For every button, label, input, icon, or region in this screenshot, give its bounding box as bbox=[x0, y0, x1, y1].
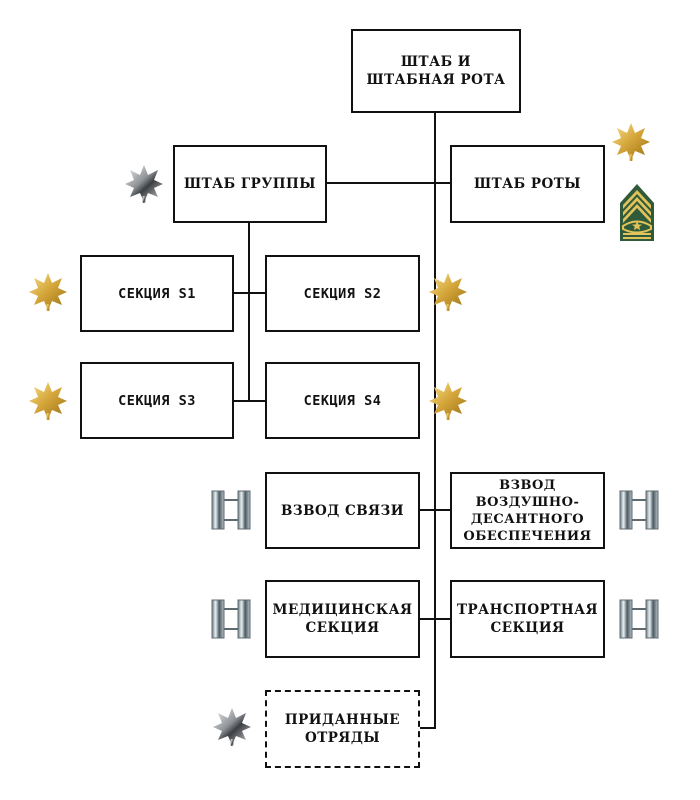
connector-s3-s4 bbox=[233, 400, 265, 402]
node-hq-company: ШТАБ И ШТАБНАЯ РОТА bbox=[351, 29, 521, 113]
node-company-hq: ШТАБ РОТЫ bbox=[450, 145, 605, 223]
node-signal-platoon: ВЗВОД СВЯЗИ bbox=[265, 472, 420, 549]
connector-s1-s2 bbox=[233, 292, 265, 294]
connector-group-company bbox=[326, 182, 450, 184]
node-transport-section: ТРАНСПОРТНАЯ СЕКЦИЯ bbox=[450, 580, 605, 658]
connector-attached-horizontal bbox=[419, 727, 436, 729]
gold-oak-leaf-icon bbox=[29, 273, 67, 311]
node-attached-detachments: ПРИДАННЫЕ ОТРЯДЫ bbox=[265, 690, 420, 768]
silver-oak-leaf-icon bbox=[213, 708, 251, 746]
captain-bars-icon bbox=[211, 490, 251, 530]
gold-oak-leaf-icon bbox=[429, 382, 467, 420]
node-section-s3: СЕКЦИЯ S3 bbox=[80, 362, 234, 439]
captain-bars-icon bbox=[211, 599, 251, 639]
node-section-s1: СЕКЦИЯ S1 bbox=[80, 255, 234, 332]
gold-oak-leaf-icon bbox=[612, 123, 650, 161]
captain-bars-icon bbox=[619, 490, 659, 530]
node-medical-section: МЕДИЦИНСКАЯ СЕКЦИЯ bbox=[265, 580, 420, 658]
silver-oak-leaf-icon bbox=[125, 165, 163, 203]
gold-oak-leaf-icon bbox=[429, 273, 467, 311]
node-section-s4: СЕКЦИЯ S4 bbox=[265, 362, 420, 439]
sergeant-major-chevron-icon bbox=[620, 184, 654, 241]
connector-medical-transport bbox=[419, 618, 450, 620]
gold-oak-leaf-icon bbox=[29, 382, 67, 420]
node-section-s2: СЕКЦИЯ S2 bbox=[265, 255, 420, 332]
node-airborne-support-platoon: ВЗВОД ВОЗДУШНО- ДЕСАНТНОГО ОБЕСПЕЧЕНИЯ bbox=[450, 472, 605, 549]
connector-signal-airborne bbox=[419, 509, 450, 511]
connector-main-vertical bbox=[434, 112, 436, 729]
connector-group-vertical bbox=[248, 222, 250, 402]
captain-bars-icon bbox=[619, 599, 659, 639]
node-group-hq: ШТАБ ГРУППЫ bbox=[173, 145, 327, 223]
